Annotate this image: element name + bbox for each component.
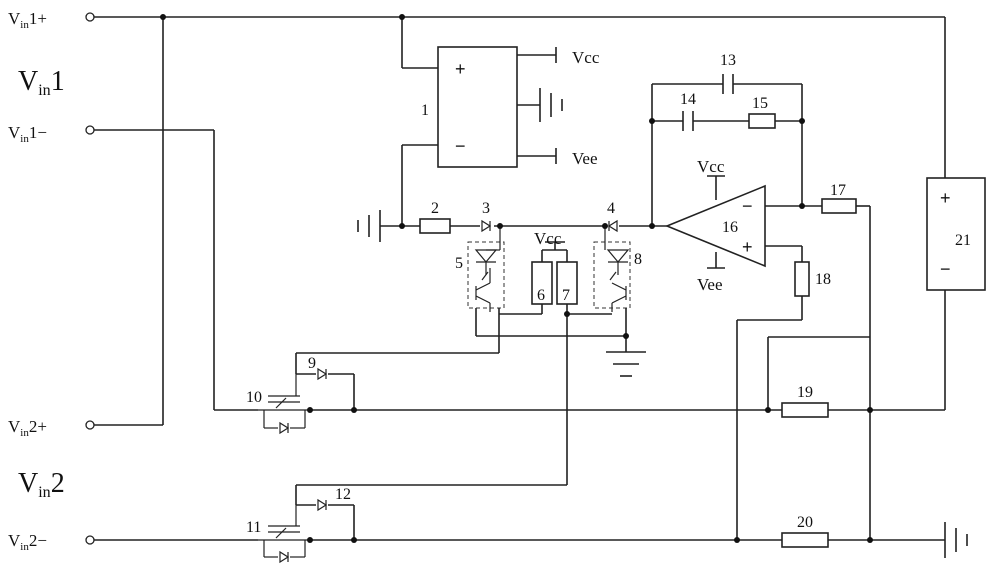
optocoupler-8-outline [593, 241, 631, 309]
amp16-vee-label: Vee [697, 275, 722, 294]
terminal-label-vin1-minus: Vin1− [8, 123, 47, 145]
label-14: 14 [680, 91, 696, 108]
terminal-vin2-plus [85, 420, 95, 430]
amp1-vee-label: Vee [572, 149, 597, 168]
power-module-21 [926, 177, 986, 291]
label-18: 18 [815, 271, 831, 288]
label-5: 5 [455, 255, 463, 272]
label-11: 11 [246, 519, 261, 536]
label-9: 9 [308, 355, 316, 372]
amp16-plus-sign: + [742, 237, 753, 257]
amp1-vcc-label: Vcc [572, 48, 600, 67]
group-label-vin1: Vin1 [18, 66, 65, 99]
amp16-vcc-label: Vcc [697, 157, 725, 176]
terminal-vin1-minus [85, 125, 95, 135]
label-4: 4 [607, 200, 615, 217]
label-6: 6 [537, 287, 545, 304]
resistor-18 [794, 261, 810, 297]
terminal-label-vin1-plus: Vin1+ [8, 9, 47, 31]
label-2: 2 [431, 200, 439, 217]
group-label-vin2: Vin2 [18, 468, 65, 501]
label-3: 3 [482, 200, 490, 217]
label-21: 21 [955, 232, 971, 249]
terminal-label-vin2-plus: Vin2+ [8, 417, 47, 439]
diode-4 [607, 219, 618, 233]
label-10: 10 [246, 389, 262, 406]
label-1: 1 [421, 102, 429, 119]
resistor-19 [781, 402, 829, 418]
module21-minus-sign: − [940, 259, 951, 279]
terminal-label-vin2-minus: Vin2− [8, 531, 47, 553]
label-20: 20 [797, 514, 813, 531]
diode-3 [481, 219, 492, 233]
amp1-plus-sign: + [455, 59, 466, 79]
amp16-minus-sign: − [742, 196, 753, 216]
label-12: 12 [335, 486, 351, 503]
resistor-20 [781, 532, 829, 548]
junction-dots [160, 14, 873, 543]
resistor-15 [748, 113, 776, 129]
label-16: 16 [722, 219, 738, 236]
module21-plus-sign: + [940, 188, 951, 208]
differential-amplifier-1 [437, 46, 518, 168]
label-8: 8 [634, 251, 642, 268]
terminal-vin1-plus [85, 12, 95, 22]
label-15: 15 [752, 95, 768, 112]
resistor-6 [531, 261, 553, 305]
label-13: 13 [720, 52, 736, 69]
resistors-vcc-label: Vcc [534, 229, 562, 248]
resistor-17 [821, 198, 857, 214]
label-17: 17 [830, 182, 846, 199]
label-7: 7 [562, 287, 570, 304]
resistor-7 [556, 261, 578, 305]
amp1-minus-sign: − [455, 136, 466, 156]
resistor-2 [419, 218, 451, 234]
terminal-vin2-minus [85, 535, 95, 545]
label-19: 19 [797, 384, 813, 401]
operational-amplifier-16 [664, 184, 766, 268]
optocoupler-5-outline [467, 241, 505, 309]
